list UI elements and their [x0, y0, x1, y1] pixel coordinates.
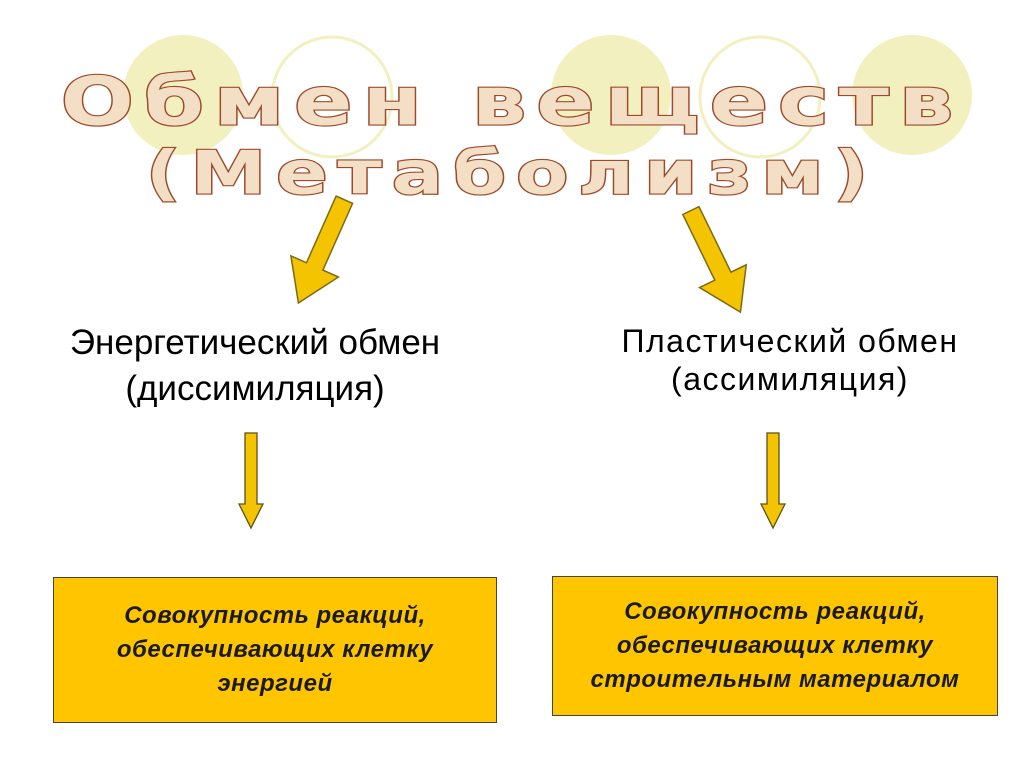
decor-circle-outline-2 [698, 35, 822, 159]
left-description-text: Совокупность реакций, обеспечивающих кле… [116, 602, 434, 697]
right-branch-subheading: (ассимиляция) [671, 361, 909, 397]
arrow-down-left-icon [289, 195, 354, 305]
decor-circle-filled-1 [123, 35, 243, 155]
left-branch-subheading: (диссимиляция) [125, 369, 385, 408]
title-line-1: Обмен веществ [59, 62, 964, 142]
left-branch-heading: Энергетический обмен [69, 323, 441, 362]
left-branch-label: Энергетический обмен (диссимиляция) [20, 320, 490, 412]
right-branch-label: Пластический обмен (ассимиляция) [560, 322, 1020, 398]
right-description-box: Совокупность реакций, обеспечивающих кле… [552, 576, 998, 716]
right-description-text: Совокупность реакций, обеспечивающих кле… [590, 598, 960, 693]
decor-circle-filled-3 [852, 35, 972, 155]
arrow-down-right-icon [681, 205, 748, 314]
right-branch-heading: Пластический обмен [621, 323, 959, 359]
arrow-down-left-branch-icon [237, 432, 265, 530]
left-description-box: Совокупность реакций, обеспечивающих кле… [53, 577, 497, 723]
title-line-2: (Метаболизм) [144, 137, 879, 209]
decor-circle-outline-1 [270, 35, 394, 159]
decor-circle-filled-2 [551, 35, 671, 155]
arrow-down-right-branch-icon [759, 432, 787, 530]
